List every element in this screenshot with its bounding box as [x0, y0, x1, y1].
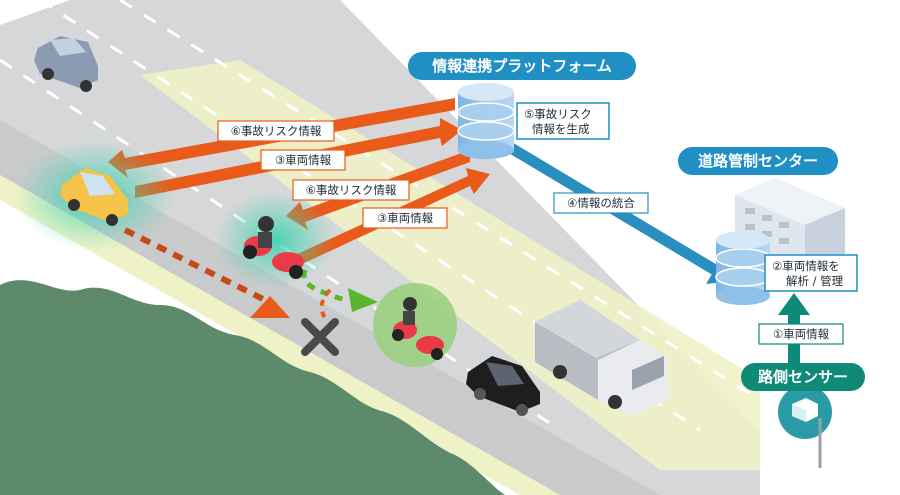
svg-text:③車両情報: ③車両情報 [377, 211, 434, 225]
center-box-line2: 解析 / 管理 [786, 274, 844, 288]
platform-title-badge: 情報連携プラットフォーム [408, 52, 636, 80]
flow-label-car-to-platform: ③車両情報 [260, 149, 346, 171]
center-info-box: ②車両情報を 解析 / 管理 [764, 254, 858, 292]
svg-text:①車両情報: ①車両情報 [773, 327, 830, 341]
flow-label-integration: ④情報の統合 [553, 192, 649, 214]
center-title-badge: 道路管制センター [678, 147, 838, 175]
car-icon [60, 168, 128, 226]
flow-label-risk-to-bike: ⑥事故リスク情報 [292, 179, 410, 201]
platform-info-box: ⑤事故リスク 情報を生成 [516, 102, 610, 140]
center-title: 道路管制センター [698, 152, 818, 170]
database-icon-center [715, 231, 771, 305]
car-icon-top [34, 36, 98, 92]
center-box-line1: ②車両情報を [772, 259, 840, 273]
car-icon-black [466, 356, 540, 416]
flow-label-bike-to-platform: ③車両情報 [362, 207, 448, 229]
bike-path-arrowhead [348, 288, 378, 312]
svg-text:⑥事故リスク情報: ⑥事故リスク情報 [306, 183, 397, 197]
sensor-title-badge: 路側センサー [741, 363, 865, 391]
svg-text:⑥事故リスク情報: ⑥事故リスク情報 [231, 124, 322, 138]
database-icon-platform [457, 83, 515, 159]
collision-x-icon [301, 318, 339, 356]
truck-icon [535, 300, 668, 416]
tree-line [0, 280, 505, 495]
car-path-arrowhead [250, 296, 290, 318]
sensor-icon [778, 385, 832, 468]
platform-box-line2: 情報を生成 [532, 122, 590, 136]
platform-box-line1: ⑤事故リスク [524, 107, 592, 121]
bike-glow [215, 192, 335, 288]
flow-label-risk-to-car: ⑥事故リスク情報 [217, 120, 335, 142]
flow-label-sensor-to-center: ①車両情報 [758, 323, 844, 345]
motorcycle-icon [243, 216, 304, 279]
bike-dashed-path [301, 269, 346, 303]
motorcycle-icon-green [373, 283, 457, 367]
platform-title: 情報連携プラットフォーム [432, 57, 612, 75]
sensor-title: 路側センサー [758, 368, 848, 386]
svg-text:④情報の統合: ④情報の統合 [567, 196, 635, 210]
svg-text:③車両情報: ③車両情報 [275, 153, 332, 167]
car-dashed-path [123, 227, 277, 308]
